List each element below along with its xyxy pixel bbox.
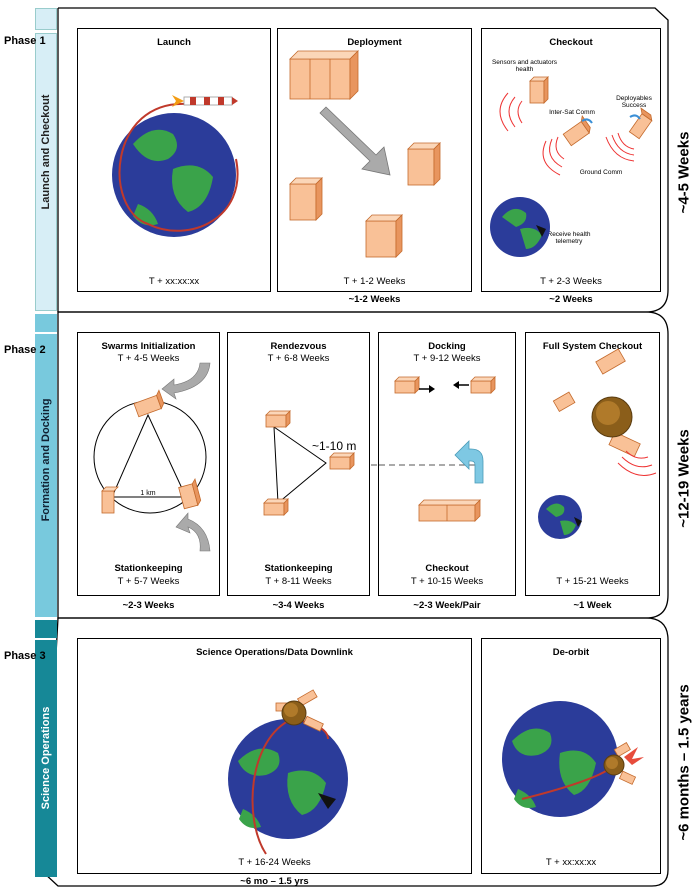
panel-time2: T + 8-11 Weeks bbox=[265, 576, 332, 587]
launch-illustration bbox=[112, 95, 239, 237]
panel-title: Deployment bbox=[347, 37, 402, 48]
swarms-duration: ~2-3 Weeks bbox=[122, 600, 175, 611]
panel-title: Launch bbox=[157, 37, 191, 48]
panel-title: Checkout bbox=[549, 37, 593, 48]
phase3-sidebar-top bbox=[35, 620, 57, 638]
annotation-ground: Ground Comm bbox=[579, 169, 623, 176]
panel-time: T + 4-5 Weeks bbox=[117, 353, 180, 364]
swarm-illustration bbox=[93, 362, 211, 552]
annotation-receive: Receive health telemetry bbox=[547, 231, 591, 246]
panel-swarms-initialization: Swarms Initialization T + 4-5 Weeks Stat… bbox=[77, 332, 220, 596]
annotation-sensors: Sensors and actuators health bbox=[491, 59, 558, 74]
rendezvous-duration: ~3-4 Weeks bbox=[272, 600, 325, 611]
panel-time: T + 2-3 Weeks bbox=[540, 276, 602, 287]
distance-label: ~1-10 m bbox=[312, 439, 357, 453]
panel-de-orbit: De-orbit T + xx:xx:xx bbox=[481, 638, 661, 874]
phase1-label: Phase 1 bbox=[4, 35, 46, 47]
panel-launch: Launch T + xx:xx:xx bbox=[77, 28, 271, 292]
phase1-sidebar bbox=[35, 33, 57, 311]
rendezvous-illustration bbox=[263, 410, 428, 516]
panel-time: T + 1-2 Weeks bbox=[343, 276, 406, 287]
annotation-intersat: Inter-Sat Comm bbox=[549, 109, 595, 116]
science-illustration bbox=[228, 689, 348, 855]
phase1-sidebar-text: Launch and Checkout bbox=[40, 94, 52, 210]
panel-time2: T + 5-7 Weeks bbox=[117, 576, 180, 587]
docking-illustration bbox=[379, 376, 496, 522]
panel-full-system-checkout: Full System Checkout T + 15-21 Weeks bbox=[525, 332, 660, 596]
deployment-illustration bbox=[289, 50, 441, 258]
panel-title2: Stationkeeping bbox=[114, 563, 183, 574]
full-checkout-duration: ~1 Week bbox=[573, 600, 612, 611]
docking-duration: ~2-3 Week/Pair bbox=[413, 600, 481, 611]
panel-time: T + 16-24 Weeks bbox=[238, 857, 311, 868]
panel-title: Rendezvous bbox=[270, 341, 327, 352]
panel-time: T + 15-21 Weeks bbox=[556, 576, 629, 587]
annotation-deployables: Deployables Success bbox=[616, 95, 652, 110]
phase2-sidebar-top bbox=[35, 314, 57, 332]
panel-rendezvous: Rendezvous T + 6-8 Weeks Stationkeeping … bbox=[227, 332, 428, 596]
full-checkout-illustration bbox=[538, 348, 657, 539]
panel-time: T + 6-8 Weeks bbox=[267, 353, 330, 364]
panel-title: Swarms Initialization bbox=[101, 341, 196, 352]
panel-time: T + xx:xx:xx bbox=[148, 276, 200, 287]
panel-title2: Checkout bbox=[425, 563, 469, 574]
panel-time2: T + 10-15 Weeks bbox=[410, 576, 484, 587]
checkout-duration: ~2 Weeks bbox=[549, 294, 593, 305]
panel-title: Docking bbox=[428, 341, 466, 352]
phase1-duration: ~4-5 Weeks bbox=[675, 131, 693, 214]
panel-time: T + 9-12 Weeks bbox=[413, 353, 481, 364]
panel-docking: Docking T + 9-12 Weeks Checkout T + 10-1… bbox=[378, 332, 516, 596]
deployment-duration: ~1-2 Weeks bbox=[348, 294, 401, 305]
phase2-duration: ~12-19 Weeks bbox=[675, 429, 693, 528]
science-duration: ~6 mo – 1.5 yrs bbox=[240, 876, 309, 887]
phase3-sidebar bbox=[35, 640, 57, 877]
phase3-duration: ~6 months – 1.5 years bbox=[675, 684, 693, 841]
checkout-illustration bbox=[490, 76, 653, 257]
deorbit-illustration bbox=[502, 701, 644, 817]
phase2-sidebar bbox=[35, 334, 57, 617]
phase2-label: Phase 2 bbox=[4, 344, 46, 356]
phase2-sidebar-text: Formation and Docking bbox=[40, 398, 52, 522]
panel-checkout: Checkout T + 2-3 Weeks Sensors and actua… bbox=[481, 28, 661, 292]
panel-title: De-orbit bbox=[552, 647, 590, 658]
panel-title2: Stationkeeping bbox=[264, 563, 333, 574]
phase1-sidebar-top bbox=[35, 8, 57, 30]
phase3-label: Phase 3 bbox=[4, 650, 46, 662]
panel-title: Science Operations/Data Downlink bbox=[196, 647, 353, 658]
panel-title: Full System Checkout bbox=[542, 341, 643, 352]
panel-time: T + xx:xx:xx bbox=[545, 857, 597, 868]
phase3-sidebar-text: Science Operations bbox=[40, 706, 52, 810]
panel-deployment: Deployment T + 1-2 Weeks bbox=[277, 28, 472, 292]
distance-label: 1 km bbox=[140, 490, 156, 497]
panel-science-operations: Science Operations/Data Downlink T + 16-… bbox=[77, 638, 472, 874]
